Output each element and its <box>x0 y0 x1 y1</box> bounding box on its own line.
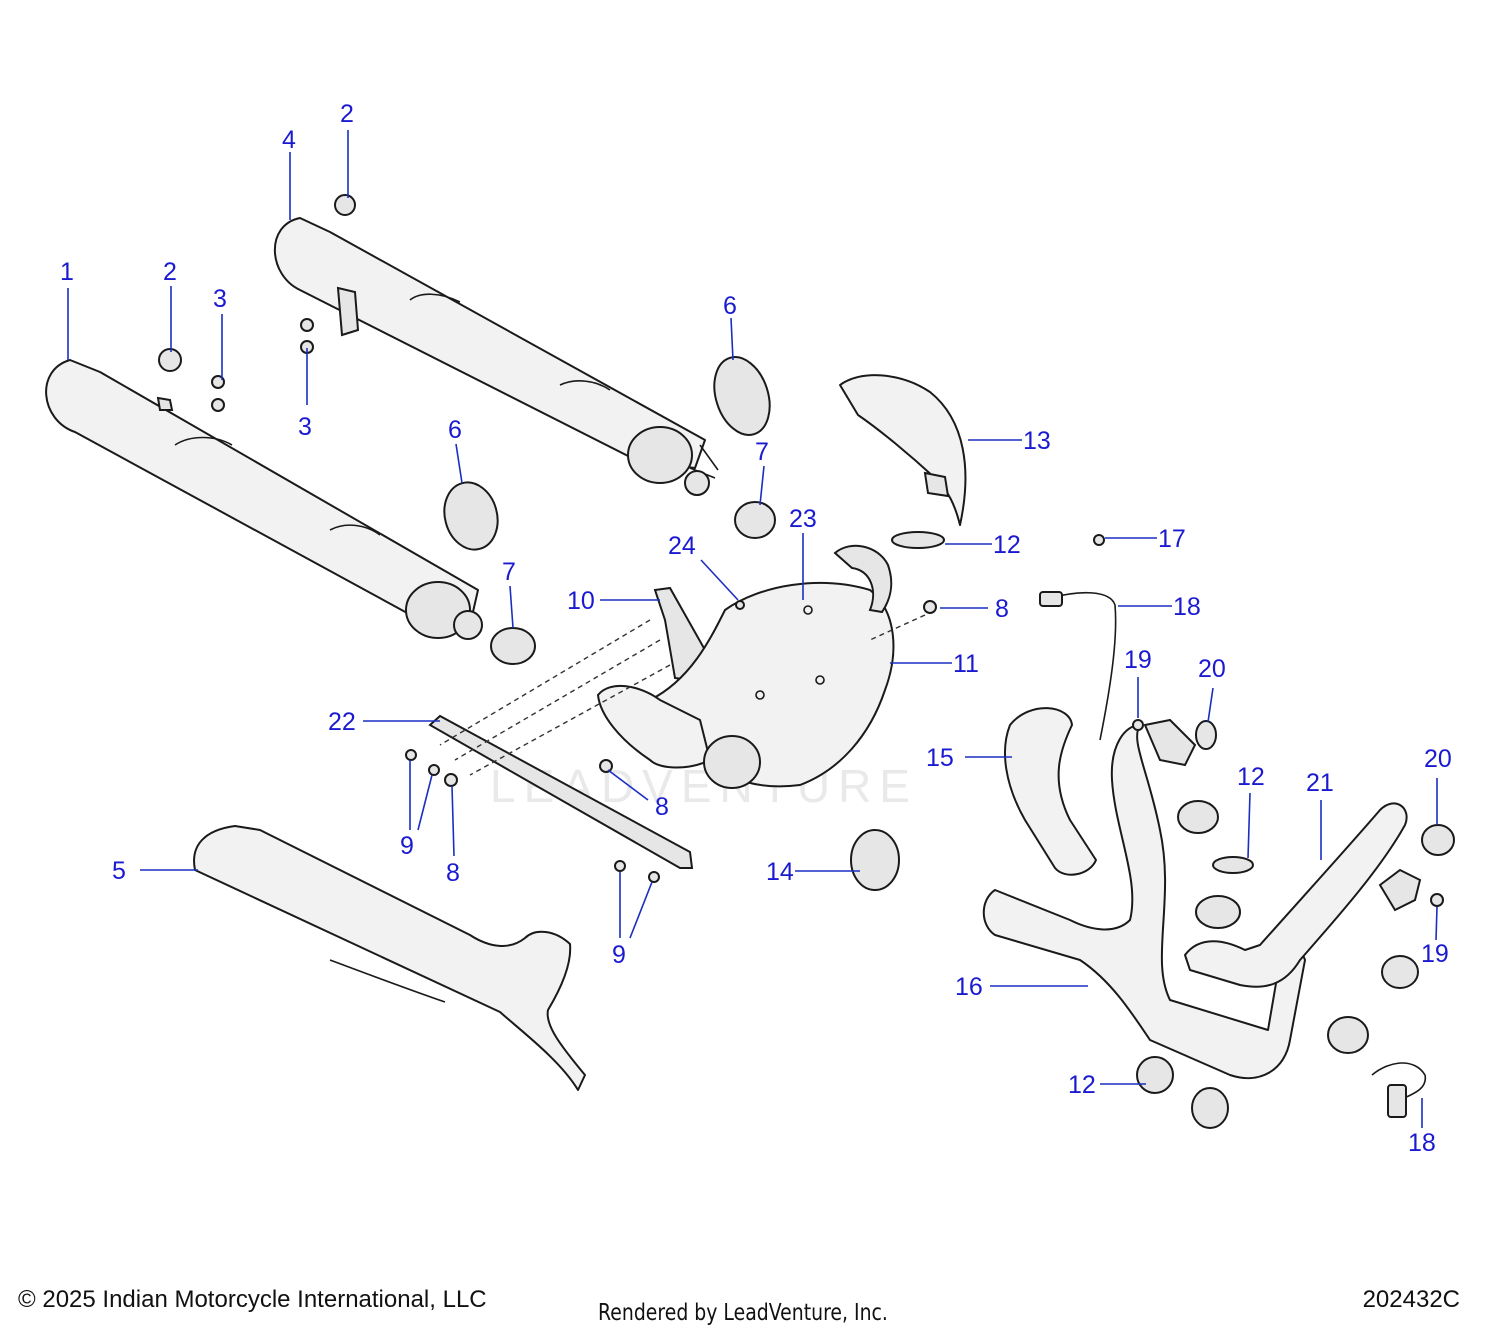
o2-sensor-lower <box>1371 1062 1426 1101</box>
clamp-12-lower-right <box>1381 955 1419 989</box>
callout-8: 8 <box>995 595 1009 623</box>
rendered-by-text: Rendered by LeadVenture, Inc. <box>598 1300 888 1326</box>
bolt-8-mid <box>599 759 613 773</box>
callout-7: 7 <box>755 438 769 466</box>
clamp-7-lower <box>490 627 536 665</box>
callout-20: 20 <box>1424 745 1452 773</box>
callout-12: 12 <box>1068 1071 1096 1099</box>
callout-12: 12 <box>1237 763 1265 791</box>
bolt-9a <box>405 749 417 761</box>
muffler-upper <box>273 217 719 496</box>
clamp-7-upper <box>734 501 776 539</box>
o2-sensor-upper <box>1049 591 1117 741</box>
bolt-9c <box>614 860 626 872</box>
band-clamp-upper <box>713 356 771 436</box>
callout-10: 10 <box>567 587 595 615</box>
bolt-8-left <box>444 773 458 787</box>
clamp-12-bottom2 <box>1191 1087 1229 1129</box>
screw-24 <box>735 600 745 610</box>
muffler-lower <box>45 359 483 640</box>
callout-14: 14 <box>766 858 794 886</box>
callout-18: 18 <box>1408 1129 1436 1157</box>
callout-15: 15 <box>926 744 954 772</box>
copyright-text: © 2025 Indian Motorcycle International, … <box>18 1286 487 1313</box>
bolt-8-right <box>923 600 937 614</box>
pipe-21 <box>1184 802 1408 988</box>
flange-21 <box>1378 868 1422 912</box>
heat-shield-upper <box>839 374 967 526</box>
bolt-3c <box>211 375 225 389</box>
header-pipe-16 <box>982 724 1306 1080</box>
callout-6: 6 <box>448 416 462 444</box>
callout-13: 13 <box>1023 427 1051 455</box>
callout-11: 11 <box>953 650 979 678</box>
callout-1: 1 <box>60 258 74 286</box>
flange-16 <box>1143 718 1197 767</box>
nut-19b <box>1430 893 1444 907</box>
band-clamp-lower <box>443 481 499 551</box>
nut-19a <box>1132 719 1144 731</box>
clamp-12-lower-right2 <box>1327 1016 1369 1054</box>
callout-17: 17 <box>1158 525 1186 553</box>
callout-12: 12 <box>993 531 1021 559</box>
bolt-9d <box>648 871 660 883</box>
clamp-12-bottom <box>1136 1056 1174 1094</box>
isolator-lower <box>158 348 182 372</box>
clamp-12-right <box>1212 856 1254 874</box>
callout-6: 6 <box>723 292 737 320</box>
diagram-code: 202432C <box>1362 1286 1460 1313</box>
clamp-12-top <box>891 531 945 549</box>
catalyst-housing <box>597 544 895 789</box>
callout-8: 8 <box>446 859 460 887</box>
clamp-12-mid <box>1177 800 1219 834</box>
clamp-ring-14 <box>850 829 900 891</box>
callout-8: 8 <box>655 793 669 821</box>
isolator-upper <box>334 194 356 216</box>
strap-22 <box>428 714 694 869</box>
pipe-15 <box>1004 707 1097 876</box>
callout-20: 20 <box>1198 655 1226 683</box>
bolt-3d <box>211 398 225 412</box>
clamp-12-pipe <box>1195 895 1241 929</box>
callout-4: 4 <box>282 126 296 154</box>
callout-labels: 1 2 2 3 3 4 5 6 6 7 7 8 8 8 9 9 10 11 12… <box>60 100 1452 1157</box>
callout-2: 2 <box>340 100 354 128</box>
callout-9: 9 <box>612 941 626 969</box>
callout-19: 19 <box>1124 646 1152 674</box>
callout-24: 24 <box>668 532 696 560</box>
callout-21: 21 <box>1306 769 1334 797</box>
callout-16: 16 <box>955 973 983 1001</box>
leader-lines <box>67 130 1438 1128</box>
screw-17 <box>1093 534 1105 546</box>
callout-23: 23 <box>789 505 817 533</box>
callout-9: 9 <box>400 832 414 860</box>
callout-18: 18 <box>1173 593 1201 621</box>
heat-shield-lower <box>193 825 586 1091</box>
callout-22: 22 <box>328 708 356 736</box>
alignment-lines <box>439 614 926 776</box>
callout-3: 3 <box>213 285 227 313</box>
bolt-3a <box>300 318 314 332</box>
gasket-20a <box>1195 720 1217 750</box>
gasket-20b <box>1421 824 1455 856</box>
callout-3: 3 <box>298 413 312 441</box>
callout-2: 2 <box>163 258 177 286</box>
callout-7: 7 <box>502 558 516 586</box>
callout-19: 19 <box>1421 940 1449 968</box>
bolt-9b <box>428 764 440 776</box>
callout-5: 5 <box>112 857 126 885</box>
